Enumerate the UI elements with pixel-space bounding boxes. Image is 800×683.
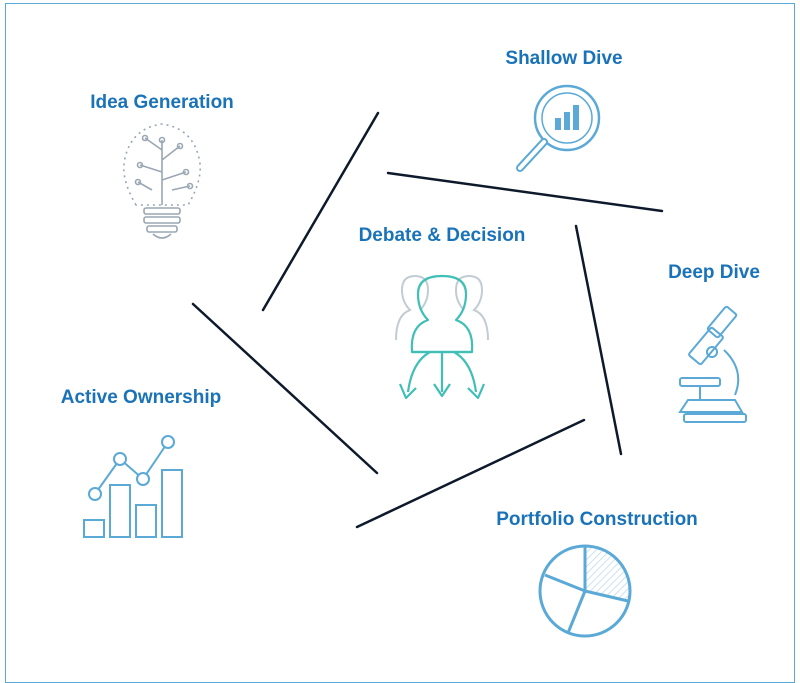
connector-ownership-idea [191,302,379,475]
stage-label-portfolio-construction: Portfolio Construction [496,509,698,530]
bar-line-chart-icon [83,435,183,538]
stage-label-idea-generation: Idea Generation [90,92,234,113]
pie-chart-icon [538,544,632,638]
connector-portfolio-ownership [355,418,586,529]
connector-deep-portfolio [574,224,623,456]
connector-shallow-deep [386,171,664,213]
stage-label-debate-decision: Debate & Decision [358,225,526,246]
connector-lines [191,111,664,529]
lightbulb-circuit-icon [123,123,201,239]
team-arrows-icon [395,274,489,400]
microscope-icon [678,305,747,423]
diagram-graphics [83,84,747,638]
stage-label-shallow-dive: Shallow Dive [505,48,623,69]
investment-process-diagram: Idea Generation Shallow Dive Deep Dive P… [60,48,760,638]
magnifier-chart-icon [516,84,601,172]
connector-idea-shallow [261,111,380,312]
stage-label-deep-dive: Deep Dive [668,262,760,283]
stage-label-active-ownership: Active Ownership [60,387,222,408]
